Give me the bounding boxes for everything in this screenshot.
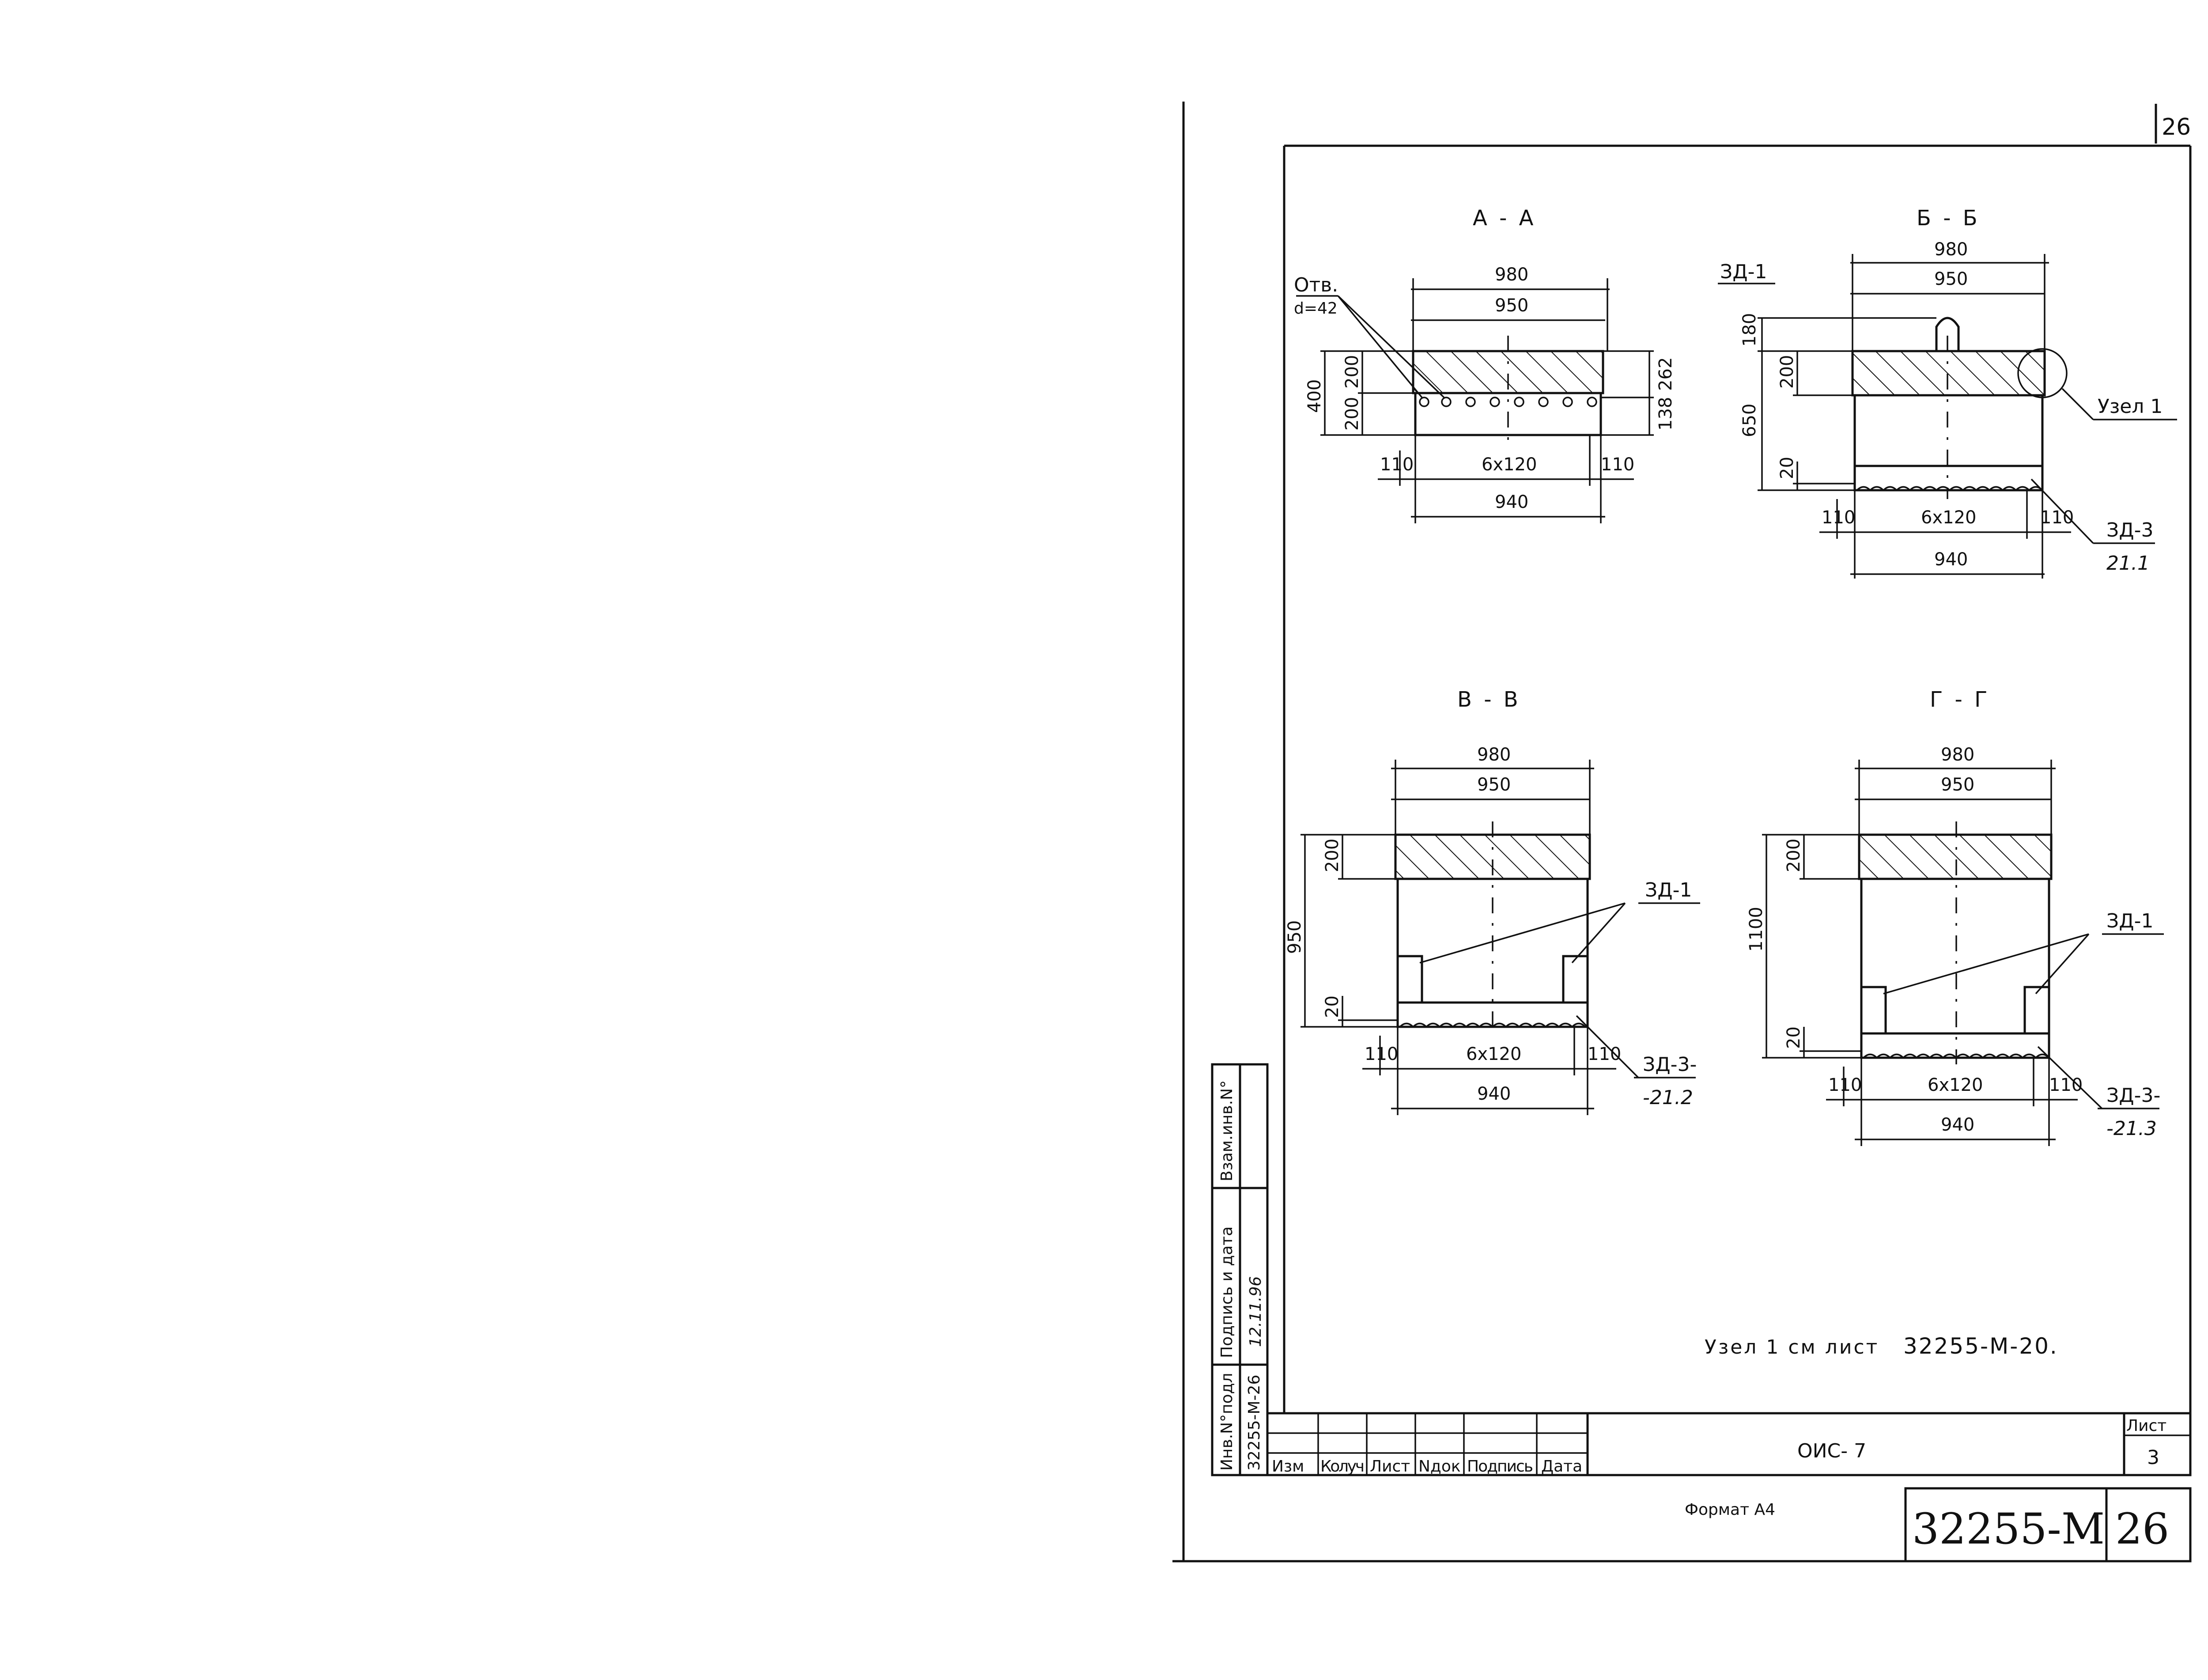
- bb-dim-940: 940: [1934, 549, 1968, 570]
- bb-dim-200: 200: [1777, 355, 1797, 389]
- page-number: 26: [2162, 114, 2191, 140]
- vv-zd3-label: ЗД-3-: [1643, 1053, 1697, 1076]
- tb-code-sheet: 26: [2115, 1504, 2169, 1554]
- bb-zd1-label: ЗД-1: [1720, 261, 1767, 283]
- gg-zd3-ref: -21.3: [2106, 1117, 2157, 1140]
- section-vv-title: В - В: [1457, 687, 1521, 712]
- vv-dim-980: 980: [1477, 745, 1511, 765]
- gg-dim-6x120: 6x120: [1928, 1075, 1983, 1095]
- tb-col-izm: Изм: [1272, 1457, 1304, 1476]
- stamp-inv-value: 32255-М-26: [1245, 1375, 1263, 1471]
- tb-col-ndok: Nдок: [1418, 1457, 1461, 1476]
- tb-name: ОИС- 7: [1797, 1440, 1866, 1462]
- aa-dim-262: 262: [1656, 357, 1676, 391]
- vv-zd1-label: ЗД-1: [1645, 879, 1692, 901]
- section-gg-title: Г - Г: [1930, 687, 1990, 712]
- bb-dim-6x120: 6x120: [1921, 507, 1976, 528]
- bb-dim-20: 20: [1777, 457, 1797, 479]
- tb-sheet-no: 3: [2147, 1446, 2159, 1469]
- vv-dim-6x120: 6x120: [1466, 1044, 1521, 1064]
- holes: [1419, 397, 1597, 407]
- section-aa-title: А - А: [1473, 206, 1536, 231]
- tb-col-list: Лист: [1370, 1457, 1410, 1476]
- section-bb: Б - Б Узел 1 980 950 ЗД-1 180 2: [1718, 206, 2177, 579]
- aa-dim-200a: 200: [1342, 355, 1362, 389]
- bb-zd3-ref: 21.1: [2106, 552, 2150, 575]
- aa-dim-980: 980: [1495, 265, 1528, 285]
- bb-dim-980: 980: [1934, 239, 1968, 260]
- gg-dim-1100: 1100: [1746, 907, 1766, 952]
- gg-zd1-label: ЗД-1: [2106, 910, 2153, 932]
- gg-dim-940: 940: [1941, 1115, 1974, 1135]
- aa-dim-200b: 200: [1342, 397, 1362, 431]
- stamp-sign-value: 12.11.96: [1247, 1276, 1265, 1347]
- drawing-frame: [1283, 144, 2192, 1415]
- aa-dim-6x120: 6x120: [1482, 454, 1537, 475]
- note-ref: 32255-М-20.: [1903, 1333, 2058, 1359]
- section-bb-title: Б - Б: [1917, 206, 1980, 231]
- gg-dim-980: 980: [1941, 745, 1974, 765]
- gg-zd3-label: ЗД-3-: [2106, 1084, 2160, 1107]
- tb-format: Формат А4: [1685, 1501, 1775, 1519]
- tb-col-koluch: Колуч: [1320, 1457, 1365, 1476]
- vv-dim-110-right: 110: [1588, 1044, 1621, 1064]
- tb-col-data: Дата: [1541, 1457, 1582, 1476]
- bb-dim-110-left: 110: [1822, 507, 1855, 528]
- side-stamp: Инв.N°подл 32255-М-26 Подпись и дата 12.…: [1211, 1063, 1269, 1476]
- aa-dim-940: 940: [1495, 492, 1528, 512]
- bb-dim-950: 950: [1934, 269, 1968, 289]
- gg-dim-110-left: 110: [1828, 1075, 1862, 1095]
- section-vv: В - В 980 950 ЗД-1 200 950 20: [1285, 687, 1700, 1115]
- vv-dim-110-left: 110: [1365, 1044, 1398, 1064]
- note-text: Узел 1 см лист: [1705, 1336, 1879, 1358]
- aa-hole-diameter: d=42: [1294, 299, 1338, 318]
- aa-dim-138: 138: [1656, 397, 1676, 431]
- bb-node-label: Узел 1: [2098, 395, 2163, 418]
- stamp-inv-label: Инв.N°подл: [1218, 1373, 1236, 1471]
- aa-hole-label: Отв.: [1294, 274, 1338, 296]
- stamp-sign-label: Подпись и дата: [1218, 1226, 1236, 1358]
- vv-dim-20: 20: [1322, 995, 1342, 1018]
- vv-dim-950-height: 950: [1285, 920, 1305, 954]
- vv-zd3-ref: -21.2: [1643, 1086, 1693, 1109]
- tb-code: 32255-М: [1912, 1504, 2105, 1554]
- aa-dim-400: 400: [1304, 379, 1325, 413]
- title-block: Изм Колуч Лист Nдок Подпись Дата ОИС- 7 …: [1266, 1412, 2192, 1563]
- bb-zd3-label: ЗД-3: [2106, 519, 2153, 541]
- stamp-vzam-label: Взам.инв.N°: [1218, 1080, 1236, 1181]
- gg-dim-950: 950: [1941, 775, 1974, 795]
- aa-dim-110-left: 110: [1380, 454, 1414, 475]
- section-gg: Г - Г 980 950 ЗД-1 200 1100 20: [1746, 687, 2164, 1146]
- bb-dim-650: 650: [1739, 404, 1760, 437]
- gg-dim-20: 20: [1784, 1026, 1804, 1049]
- bb-dim-180: 180: [1739, 313, 1760, 347]
- gg-dim-200: 200: [1784, 839, 1804, 872]
- vv-dim-950: 950: [1477, 775, 1511, 795]
- aa-dim-110-right: 110: [1601, 454, 1634, 475]
- vv-dim-940: 940: [1477, 1084, 1511, 1104]
- tb-col-podpis: Подпись: [1467, 1457, 1533, 1476]
- tb-sheet-label: Лист: [2126, 1417, 2166, 1435]
- section-aa: А - А 980 950 400 200 200: [1294, 206, 1676, 523]
- vv-dim-200: 200: [1322, 839, 1342, 872]
- aa-dim-950: 950: [1495, 295, 1528, 316]
